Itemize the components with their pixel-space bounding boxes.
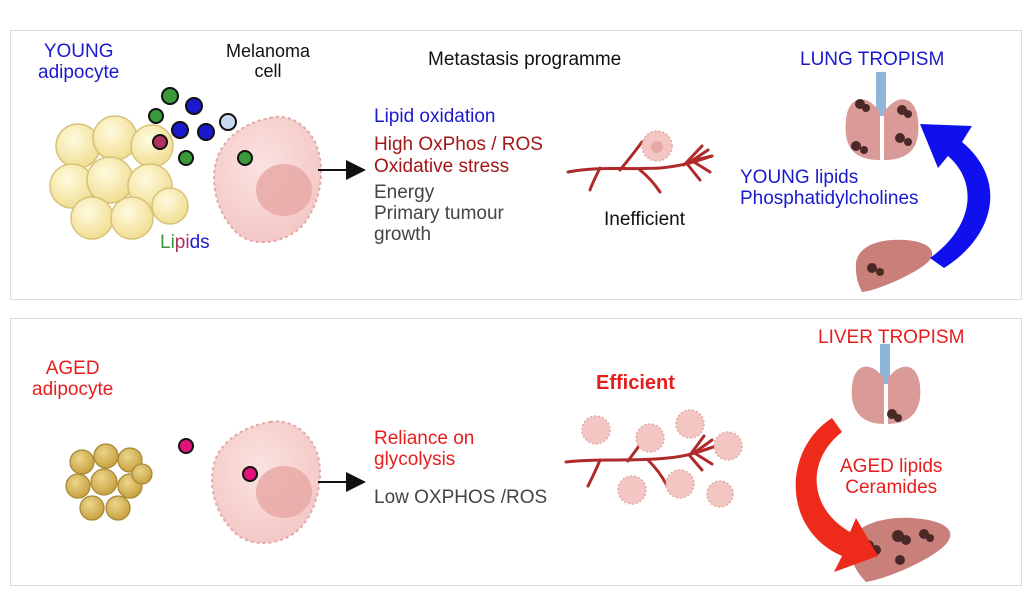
lung-icon-bottom — [851, 344, 921, 424]
aged-adipocyte-cluster — [65, 443, 153, 521]
inefficient-label: Inefficient — [604, 209, 685, 230]
lipids-label-segment: Li — [160, 232, 175, 253]
young-pathway-text: Lipid oxidation High OxPhos / ROS Oxidat… — [374, 106, 543, 246]
tumour-cell-top — [641, 130, 673, 162]
blood-vessel-top — [566, 140, 714, 194]
pathway-high-oxphos: High OxPhos / ROS — [374, 134, 543, 156]
tumour-cells-bottom — [581, 409, 743, 508]
young-adipocyte-label: YOUNG adipocyte — [38, 41, 120, 84]
liver-tropism-title: LIVER TROPISM — [818, 327, 965, 348]
lipid-droplets-top — [148, 87, 274, 166]
outcome-primary-tumour: Primary tumour — [374, 203, 504, 225]
lipid-droplet-aged — [178, 438, 194, 454]
melanoma-cell-bottom — [211, 420, 321, 545]
efficient-label: Efficient — [596, 372, 675, 394]
lung-tropism-title: LUNG TROPISM — [800, 49, 945, 70]
outcome-low-oxphos: Low OXPHOS /ROS — [374, 486, 548, 508]
outcome-growth: growth — [374, 224, 432, 246]
lung-icon-top — [845, 72, 919, 160]
melanoma-cell-top — [213, 115, 323, 244]
liver-icon-top — [855, 239, 933, 292]
aged-lipids-label: AGED lipids Ceramides — [840, 456, 943, 499]
lipids-label-segment: ds — [189, 232, 210, 253]
young-panel — [10, 30, 1022, 300]
pathway-oxidative-stress: Oxidative stress — [374, 155, 510, 177]
aged-pathway-text: Reliance on glycolysis Low OXPHOS /ROS — [374, 428, 547, 508]
young-adipocyte-cluster — [49, 115, 189, 240]
young-lipids-label: YOUNG lipids Phosphatidylcholines — [740, 167, 919, 210]
curved-arrow-red — [795, 418, 878, 572]
lipids-label: Lipids — [160, 232, 210, 253]
aged-adipocyte-label: AGED adipocyte — [32, 358, 114, 401]
pathway-lipid-oxidation: Lipid oxidation — [374, 106, 496, 127]
pathway-reliance: Reliance on — [374, 428, 475, 449]
curved-arrow-blue — [920, 124, 991, 268]
pathway-glycolysis: glycolysis — [374, 449, 456, 471]
metastasis-programme-title: Metastasis programme — [428, 49, 622, 70]
outcome-energy: Energy — [374, 181, 435, 203]
melanoma-cell-label: Melanoma cell — [226, 41, 311, 82]
lipids-label-segment: pi — [174, 232, 190, 253]
